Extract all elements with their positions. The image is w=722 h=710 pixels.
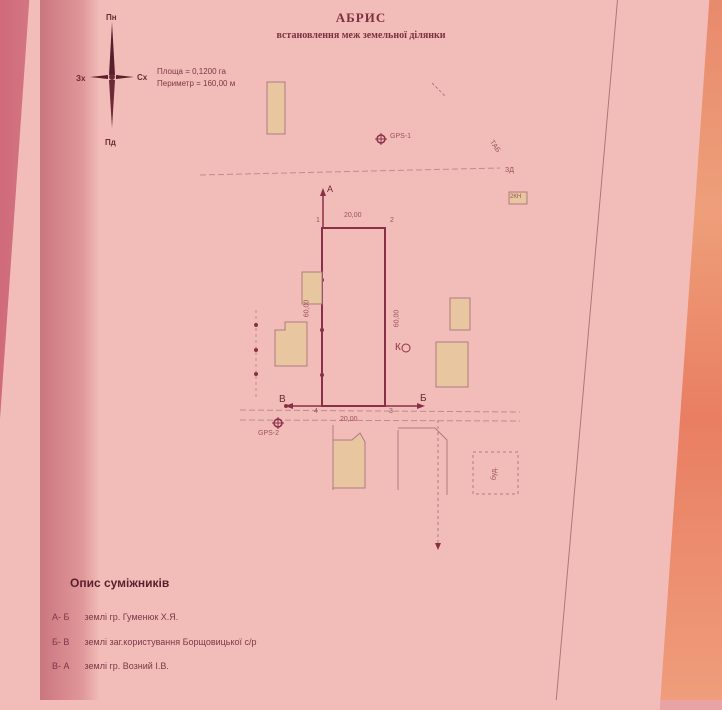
building-2kh-label: 2КН: [510, 194, 522, 200]
tree-mark-label: К: [395, 342, 401, 353]
adjacent-text: землі заг.користування Борщовицької с/р: [84, 637, 257, 647]
point-b-label: Б: [420, 393, 427, 404]
area-value: Площа = 0,1200 га: [157, 67, 226, 76]
vertex-1-label: 1: [316, 217, 320, 224]
bottom-side-length: 20,00: [340, 416, 358, 423]
adjacent-code: А- Б: [52, 612, 70, 622]
adjacent-row: А- Б землі гр. Гуменюк Х.Я.: [52, 612, 178, 622]
building-bud-label: буд.: [491, 466, 499, 481]
adjacent-text: землі гр. Гуменюк Х.Я.: [84, 612, 179, 622]
adjacent-row: Б- В землі заг.користування Борщовицької…: [52, 637, 257, 647]
adjacent-text: землі гр. Возний І.В.: [84, 661, 169, 671]
top-side-length: 20,00: [344, 212, 362, 219]
point-v-label: В: [279, 394, 286, 405]
vertex-2-label: 2: [390, 217, 394, 224]
road-label: ЗД: [505, 167, 514, 174]
compass-east-label: Сх: [137, 73, 148, 82]
vertex-4-label: 4: [314, 408, 318, 415]
adjacents-heading: Опис суміжників: [70, 576, 170, 590]
compass-south-label: Пд: [105, 138, 116, 147]
adjacent-row: В- А землі гр. Возний І.В.: [52, 661, 169, 671]
adjacent-code: Б- В: [52, 637, 70, 647]
compass-north-label: Пн: [106, 13, 117, 22]
point-a-label: А: [327, 184, 334, 194]
left-side-length: 60,00: [303, 299, 311, 318]
document-title: АБРИС: [335, 10, 387, 25]
right-side-length: 60,00: [393, 309, 401, 328]
document-subtitle: встановлення меж земельної ділянки: [276, 30, 446, 41]
compass-west-label: Зх: [76, 74, 86, 83]
adjacent-code: В- А: [52, 661, 70, 671]
page-shadow: [40, 0, 100, 700]
gps2-label: GPS-2: [258, 430, 280, 437]
vertex-3-label: 3: [389, 408, 393, 415]
perimeter-value: Периметр = 160,00 м: [157, 79, 236, 88]
gps1-label: GPS-1: [390, 133, 412, 140]
